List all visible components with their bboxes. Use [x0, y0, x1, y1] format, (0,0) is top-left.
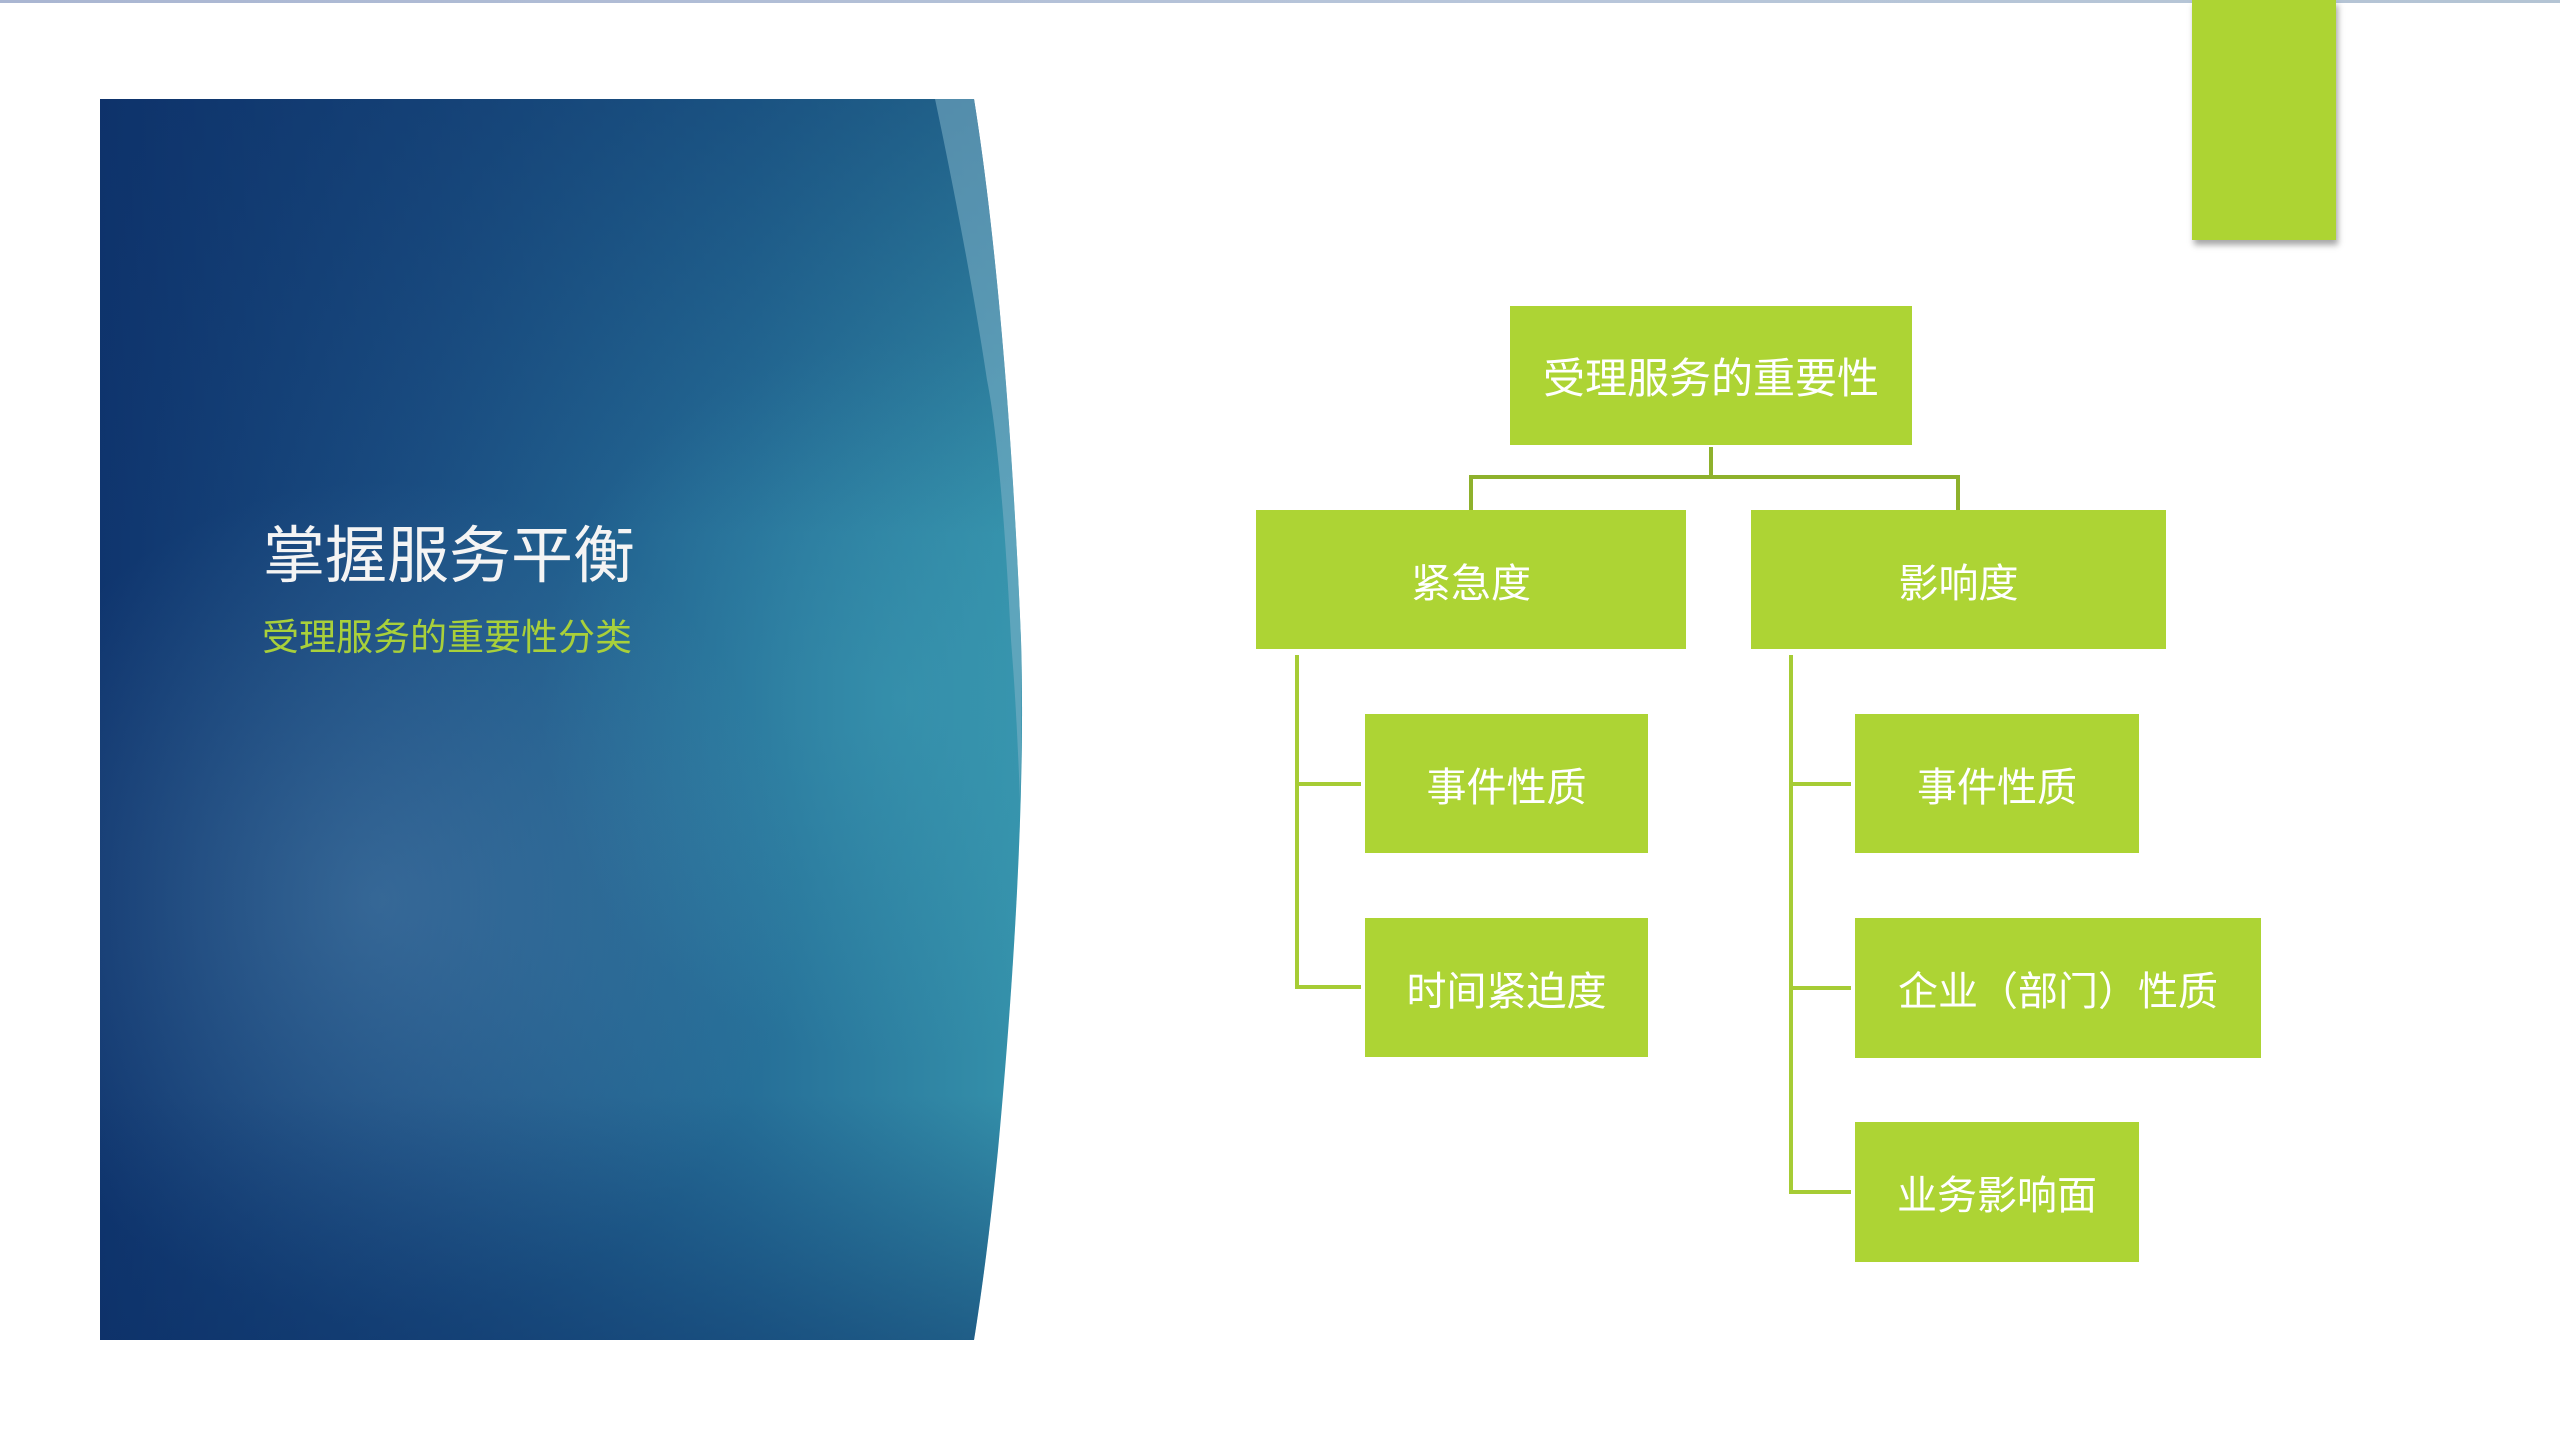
- connector-left-child-1: [1295, 782, 1361, 786]
- org-node-label: 事件性质: [1426, 764, 1587, 811]
- top-border-line: [0, 0, 2560, 3]
- org-node-label: 企业（部门）性质: [1898, 969, 2218, 1015]
- connector-left-child-2: [1295, 985, 1361, 989]
- org-node-label: 影响度: [1898, 560, 2019, 607]
- org-node-label: 业务影响面: [1897, 1173, 2097, 1219]
- slide-subtitle: 受理服务的重要性分类: [262, 616, 632, 659]
- org-node-impact-event-nature: 事件性质: [1855, 714, 2139, 853]
- connector-right-child-2: [1789, 986, 1851, 990]
- connector-horizontal: [1469, 475, 1960, 479]
- connector-right-child-1: [1789, 782, 1851, 786]
- org-node-label: 时间紧迫度: [1406, 968, 1607, 1015]
- org-node-impact: 影响度: [1751, 510, 2166, 649]
- org-node-root: 受理服务的重要性: [1510, 306, 1912, 445]
- org-node-label: 事件性质: [1917, 764, 2077, 811]
- org-node-urgency: 紧急度: [1256, 510, 1686, 649]
- org-node-urgency-event-nature: 事件性质: [1365, 714, 1648, 853]
- connector-left-spine: [1295, 655, 1299, 989]
- connector-right-child-3: [1789, 1190, 1851, 1194]
- org-node-urgency-time-pressure: 时间紧迫度: [1365, 918, 1648, 1057]
- org-node-label: 受理服务的重要性: [1542, 354, 1879, 403]
- connector-root-down: [1709, 447, 1713, 479]
- connector-branch-right-down: [1956, 475, 1960, 510]
- org-node-impact-business-scope: 业务影响面: [1855, 1122, 2139, 1262]
- org-node-impact-org-nature: 企业（部门）性质: [1855, 918, 2261, 1058]
- accent-tab: [2192, 0, 2336, 240]
- connector-branch-left-down: [1469, 475, 1473, 510]
- slide-title: 掌握服务平衡: [263, 519, 636, 592]
- org-node-label: 紧急度: [1411, 560, 1531, 607]
- connector-right-spine: [1789, 655, 1793, 1194]
- hero-panel: [100, 99, 1023, 1340]
